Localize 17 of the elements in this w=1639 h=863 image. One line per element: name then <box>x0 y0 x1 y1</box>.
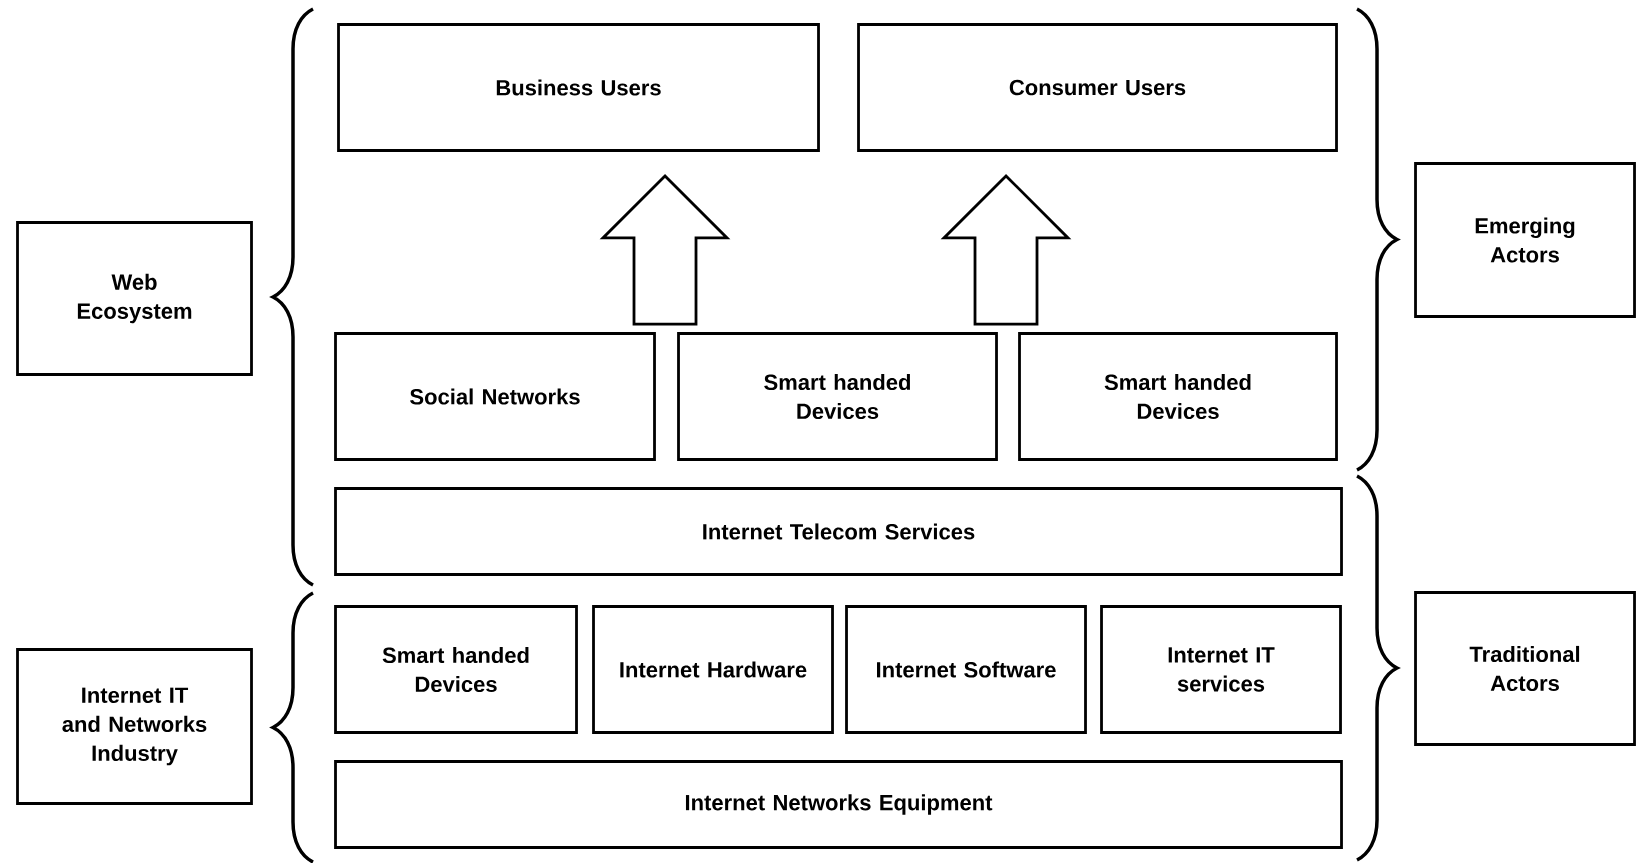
user-box: Consumer Users <box>857 23 1338 152</box>
layer-box: Smart handed Devices <box>1018 332 1338 461</box>
group-label-box: Emerging Actors <box>1414 162 1636 318</box>
layer-box: Internet Software <box>845 605 1087 734</box>
user-box: Business Users <box>337 23 820 152</box>
layer-box: Smart handed Devices <box>677 332 998 461</box>
layer-box: Internet Telecom Services <box>334 487 1343 576</box>
layer-box: Internet Hardware <box>592 605 834 734</box>
group-label-box: Web Ecosystem <box>16 221 253 376</box>
block-arrow <box>599 173 731 326</box>
block-arrow <box>940 173 1072 326</box>
layer-box: Internet IT services <box>1100 605 1342 734</box>
layer-box: Social Networks <box>334 332 656 461</box>
group-label-box: Traditional Actors <box>1414 591 1636 746</box>
layer-box: Smart handed Devices <box>334 605 578 734</box>
layer-box: Internet Networks Equipment <box>334 760 1343 849</box>
group-label-box: Internet IT and Networks Industry <box>16 648 253 805</box>
